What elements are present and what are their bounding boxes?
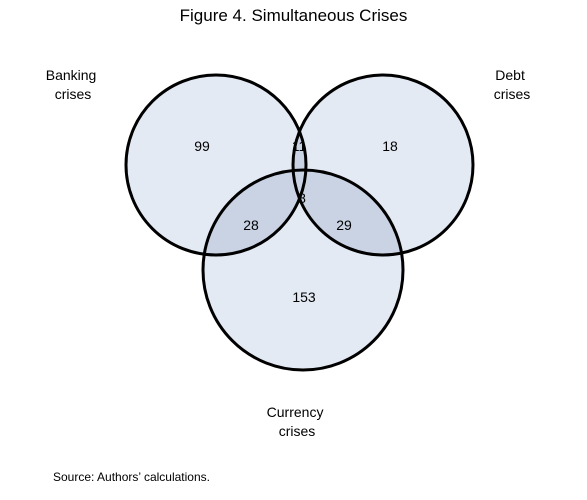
banking-label-line2: crises: [55, 86, 92, 102]
debt-currency-count: 29: [336, 217, 352, 233]
currency-label: Currency crises: [267, 404, 328, 439]
currency-label-line1: Currency: [267, 404, 324, 420]
banking-debt-count: 11: [292, 138, 307, 154]
banking-currency-count: 28: [243, 217, 259, 233]
currency-label-line2: crises: [279, 423, 316, 439]
banking-currency-overlap: [203, 170, 306, 255]
currency-circle: [201, 168, 405, 372]
figure-title: Figure 4. Simultaneous Crises: [179, 6, 408, 25]
debt-label-line2: crises: [494, 86, 531, 102]
debt-only-count: 18: [382, 138, 398, 154]
currency-only-count: 153: [292, 289, 316, 305]
debt-label: Debt crises: [494, 67, 531, 102]
banking-label: Banking crises: [46, 67, 100, 102]
banking-only-count: 99: [194, 138, 210, 154]
banking-label-line1: Banking: [46, 67, 97, 83]
all-three-count: 8: [298, 190, 306, 206]
debt-circle: [291, 73, 475, 257]
banking-circle: [124, 73, 308, 257]
debt-currency-overlap: [293, 170, 403, 255]
debt-label-line1: Debt: [495, 67, 525, 83]
source-note: Source: Authors’ calculations.: [53, 470, 210, 484]
